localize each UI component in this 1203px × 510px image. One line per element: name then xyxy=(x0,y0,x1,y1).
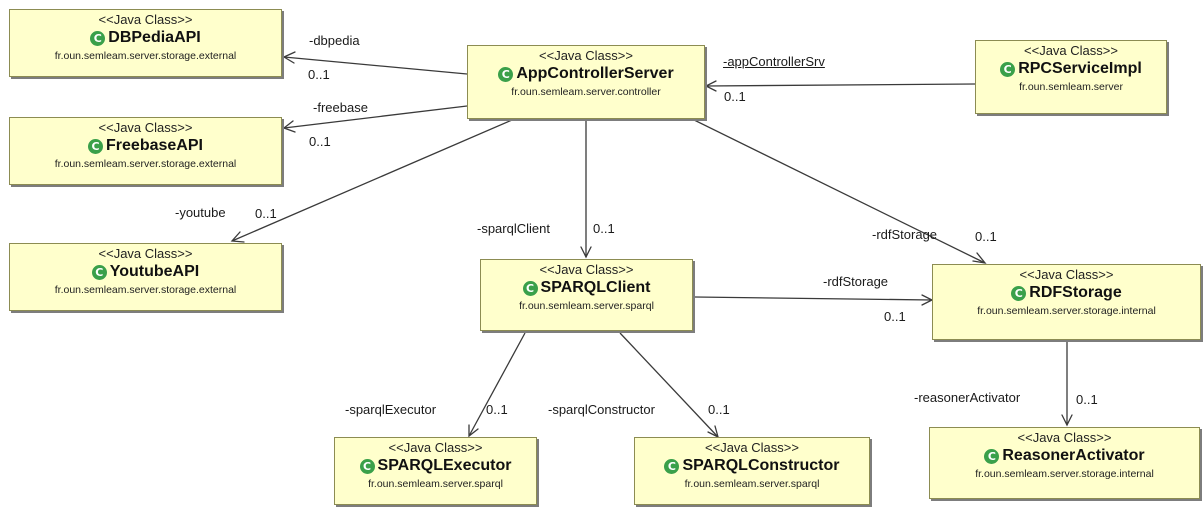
class-package: fr.oun.semleam.server.controller xyxy=(511,86,661,98)
class-name: AppControllerServer xyxy=(516,65,674,82)
class-box-sparql-client[interactable]: <<Java Class>> C SPARQLClient fr.oun.sem… xyxy=(480,259,693,331)
multiplicity-label-sparql-constructor: 0..1 xyxy=(708,402,730,417)
class-name-row: C RPCServiceImpl xyxy=(976,59,1166,79)
class-icon: C xyxy=(359,458,375,474)
class-name-row: C YoutubeAPI xyxy=(10,262,281,282)
arrowhead-youtube xyxy=(230,231,245,243)
class-name-row: C SPARQLExecutor xyxy=(335,456,536,476)
arrowhead-freebase xyxy=(282,120,296,133)
class-package: fr.oun.semleam.server.storage.external xyxy=(54,50,237,62)
class-package: fr.oun.semleam.server.sparql xyxy=(519,300,654,312)
class-name: DBPediaAPI xyxy=(108,29,201,46)
role-label-sparql-client: -sparqlClient xyxy=(477,221,550,236)
class-box-rpc-service-impl[interactable]: <<Java Class>> C RPCServiceImpl fr.oun.s… xyxy=(975,40,1167,114)
stereotype-label: <<Java Class>> xyxy=(1017,430,1112,445)
class-box-reasoner-activator[interactable]: <<Java Class>> C ReasonerActivator fr.ou… xyxy=(929,427,1200,499)
class-name: ReasonerActivator xyxy=(1002,447,1145,464)
edge-sparql-executor xyxy=(468,332,526,437)
multiplicity-label-sparql-client: 0..1 xyxy=(593,221,615,236)
class-name: RDFStorage xyxy=(1029,284,1122,301)
role-label-sparql-constructor: -sparqlConstructor xyxy=(548,402,655,417)
role-label-app-controller-srv: -appControllerSrv xyxy=(723,54,825,69)
multiplicity-label-youtube: 0..1 xyxy=(255,206,277,221)
class-name-row: C DBPediaAPI xyxy=(10,28,281,48)
multiplicity-label-sparql-executor: 0..1 xyxy=(486,402,508,417)
multiplicity-label-app-controller-srv: 0..1 xyxy=(724,89,746,104)
arrowhead-app-controller-srv xyxy=(704,80,717,92)
role-label-dbpedia: -dbpedia xyxy=(309,33,360,48)
class-icon: C xyxy=(1011,285,1027,301)
class-icon: C xyxy=(88,138,104,154)
multiplicity-label-rdf-storage-client: 0..1 xyxy=(884,309,906,324)
multiplicity-label-rdf-storage-controller: 0..1 xyxy=(975,229,997,244)
class-icon: C xyxy=(1000,61,1016,77)
multiplicity-label-dbpedia: 0..1 xyxy=(308,67,330,82)
edge-freebase xyxy=(283,105,468,129)
class-name: YoutubeAPI xyxy=(109,263,200,280)
class-icon: C xyxy=(498,66,514,82)
stereotype-label: <<Java Class>> xyxy=(705,440,799,455)
class-box-sparql-constructor[interactable]: <<Java Class>> C SPARQLConstructor fr.ou… xyxy=(634,437,870,505)
role-label-freebase: -freebase xyxy=(313,100,368,115)
stereotype-label: <<Java Class>> xyxy=(1019,267,1114,282)
class-name: SPARQLConstructor xyxy=(682,457,840,474)
stereotype-label: <<Java Class>> xyxy=(98,120,193,135)
stereotype-label: <<Java Class>> xyxy=(388,440,483,455)
arrowhead-sparql-executor xyxy=(468,424,479,438)
class-name-row: C SPARQLClient xyxy=(481,278,692,298)
edge-app-controller-srv xyxy=(705,83,976,87)
role-label-reasoner-activator: -reasonerActivator xyxy=(914,390,1021,405)
class-icon: C xyxy=(91,264,107,280)
multiplicity-label-reasoner-activator: 0..1 xyxy=(1076,392,1098,407)
role-label-sparql-executor: -sparqlExecutor xyxy=(345,402,437,417)
class-package: fr.oun.semleam.server.storage.external xyxy=(54,158,237,170)
class-name-row: C FreebaseAPI xyxy=(10,136,281,156)
edge-sparql-constructor xyxy=(619,332,719,438)
class-icon: C xyxy=(90,30,106,46)
class-name: SPARQLExecutor xyxy=(377,457,512,474)
class-name-row: C RDFStorage xyxy=(933,283,1200,303)
class-name: RPCServiceImpl xyxy=(1018,60,1142,77)
edge-rdf-storage-client xyxy=(694,296,933,301)
class-icon: C xyxy=(522,280,538,296)
class-icon: C xyxy=(664,458,680,474)
class-package: fr.oun.semleam.server.storage.internal xyxy=(977,305,1156,317)
stereotype-label: <<Java Class>> xyxy=(98,12,193,27)
role-label-rdf-storage-controller: -rdfStorage xyxy=(872,227,938,242)
class-name: SPARQLClient xyxy=(540,279,651,296)
class-icon: C xyxy=(984,448,1000,464)
class-box-dbpedia-api[interactable]: <<Java Class>> C DBPediaAPI fr.oun.semle… xyxy=(9,9,282,77)
class-name-row: C ReasonerActivator xyxy=(930,446,1199,466)
arrowhead-reasoner-activator xyxy=(1061,414,1073,427)
multiplicity-label-freebase: 0..1 xyxy=(309,134,331,149)
edge-rdf-storage-controller xyxy=(685,115,986,264)
class-box-youtube-api[interactable]: <<Java Class>> C YoutubeAPI fr.oun.semle… xyxy=(9,243,282,311)
role-label-youtube: -youtube xyxy=(175,205,226,220)
class-box-freebase-api[interactable]: <<Java Class>> C FreebaseAPI fr.oun.seml… xyxy=(9,117,282,185)
class-box-app-controller-server[interactable]: <<Java Class>> C AppControllerServer fr.… xyxy=(467,45,705,119)
class-package: fr.oun.semleam.server.sparql xyxy=(684,478,820,490)
class-box-rdf-storage[interactable]: <<Java Class>> C RDFStorage fr.oun.semle… xyxy=(932,264,1201,340)
arrowhead-sparql-client xyxy=(580,246,592,259)
class-package: fr.oun.semleam.server xyxy=(1019,81,1123,93)
edge-dbpedia xyxy=(283,56,468,75)
stereotype-label: <<Java Class>> xyxy=(98,246,193,261)
role-label-rdf-storage-client: -rdfStorage xyxy=(823,274,889,289)
arrowhead-dbpedia xyxy=(282,51,296,64)
class-package: fr.oun.semleam.server.storage.external xyxy=(54,284,237,296)
class-package: fr.oun.semleam.server.storage.internal xyxy=(975,468,1154,480)
stereotype-label: <<Java Class>> xyxy=(539,48,633,63)
class-package: fr.oun.semleam.server.sparql xyxy=(368,478,503,490)
class-box-sparql-executor[interactable]: <<Java Class>> C SPARQLExecutor fr.oun.s… xyxy=(334,437,537,505)
class-name: FreebaseAPI xyxy=(106,137,203,154)
class-name-row: C SPARQLConstructor xyxy=(635,456,869,476)
stereotype-label: <<Java Class>> xyxy=(1024,43,1118,58)
edge-youtube xyxy=(231,119,513,242)
class-name-row: C AppControllerServer xyxy=(468,64,704,84)
stereotype-label: <<Java Class>> xyxy=(539,262,634,277)
arrowhead-rdf-storage-controller xyxy=(972,252,987,264)
